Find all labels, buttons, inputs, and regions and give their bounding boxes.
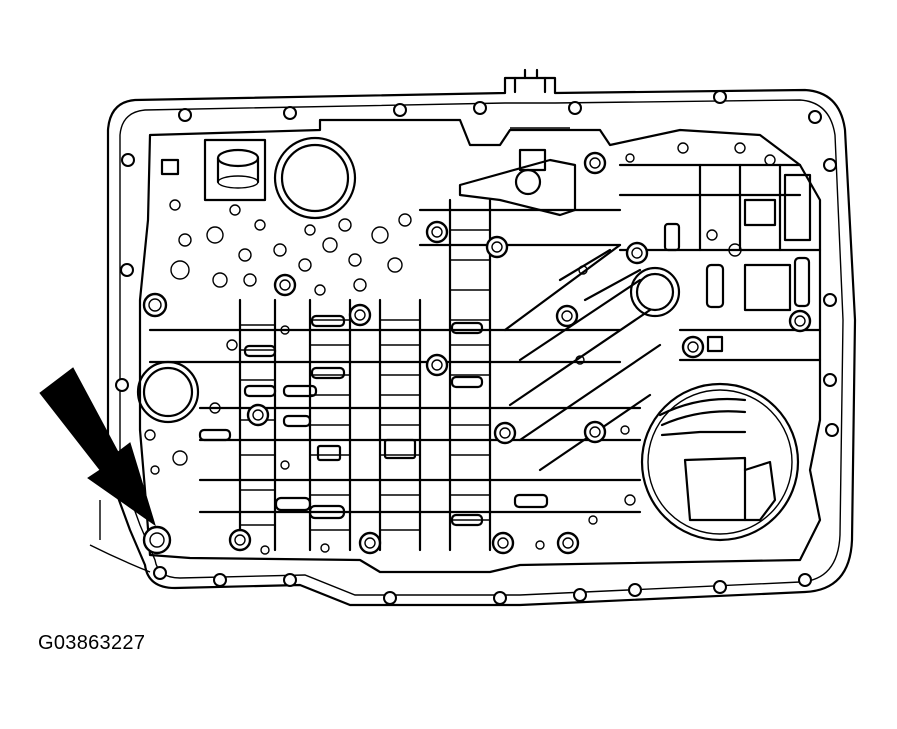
arrow-pointer-icon [39, 367, 156, 527]
bolt-icon [556, 531, 580, 555]
upper-right-cells [698, 163, 812, 312]
valve-body-outline [138, 118, 822, 574]
valve-spool-bores [238, 198, 492, 552]
bolt-icon [625, 241, 649, 265]
bolt-icon [246, 403, 270, 427]
highlighted-bolt-icon [142, 525, 172, 555]
bolt-icon [348, 303, 372, 327]
bolt-icon [273, 273, 297, 297]
valve-slots [160, 158, 811, 527]
large-bore-top [273, 136, 357, 220]
bolt-icon [228, 528, 252, 552]
housing-edge-line [89, 500, 151, 573]
bolt-icon [788, 309, 812, 333]
pan-tab [513, 68, 547, 94]
bolt-icon [681, 335, 705, 359]
bolt-icon [142, 292, 168, 318]
bolt-icon [583, 151, 607, 175]
solenoid-cup [203, 138, 267, 202]
bolts [142, 151, 812, 555]
detent-linkage [458, 127, 577, 217]
diagonal-webs [503, 243, 662, 472]
bolt-icon [583, 420, 607, 444]
bolt-icon [358, 531, 382, 555]
figure-id-label: G03863227 [38, 632, 146, 654]
bolt-icon [493, 421, 517, 445]
large-bore-left [136, 360, 200, 424]
gasket-outline [106, 76, 857, 607]
misc-holes [144, 142, 776, 555]
bolt-icon [485, 235, 509, 259]
upper-left-holes [169, 199, 412, 296]
large-bore-center [629, 266, 681, 318]
gasket-inner-outline [119, 99, 844, 596]
bolt-icon [425, 353, 449, 377]
bolt-icon [491, 531, 515, 555]
bolt-icon [555, 304, 579, 328]
bolt-icon [425, 220, 449, 244]
gasket-holes [115, 90, 839, 605]
accumulator-housing [640, 382, 800, 542]
